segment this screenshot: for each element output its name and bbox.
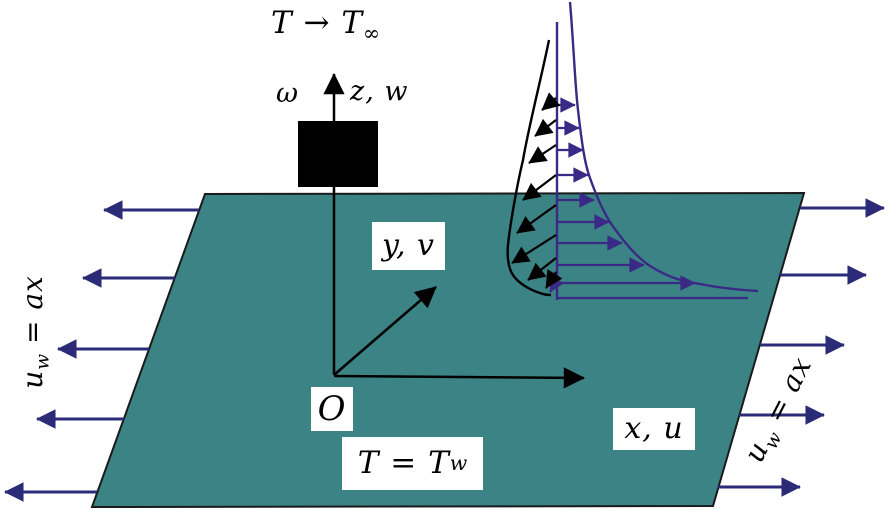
velocity-profile-secondary [506, 39, 563, 297]
y-axis-label: y, v [372, 222, 445, 270]
origin-label: O [311, 387, 353, 431]
omega-label: ω [276, 78, 300, 109]
rotating-block [298, 121, 378, 187]
x-axis-arrow [333, 367, 586, 389]
right-stretching-arrows [718, 198, 885, 497]
temperature-infinity-label: T → T∞ [271, 5, 381, 46]
left-stretching-arrows [4, 200, 199, 502]
z-axis-label: z, w [350, 76, 409, 107]
x-axis-label: x, u [613, 408, 695, 450]
velocity-profile-primary [549, 1, 759, 300]
stretch-velocity-label-left: uw = ax [15, 275, 54, 389]
y-axis-arrow [333, 286, 437, 376]
